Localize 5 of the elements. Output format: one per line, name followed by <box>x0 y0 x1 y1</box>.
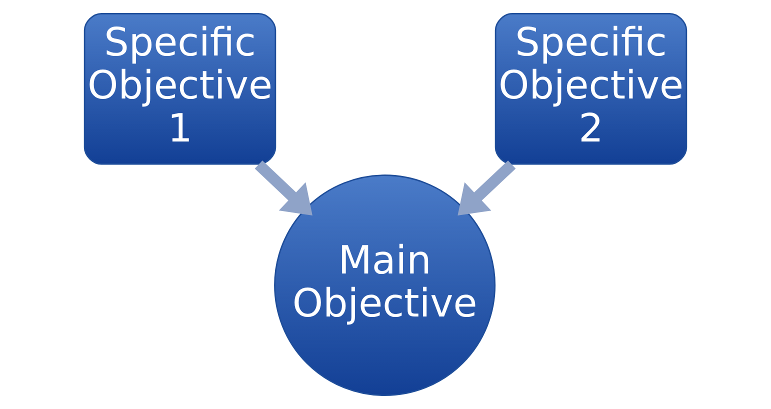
arrow <box>254 160 312 216</box>
node-box: Specific Objective 1 <box>84 12 276 165</box>
arrow <box>458 160 516 216</box>
node-box: Specific Objective 2 <box>494 12 688 165</box>
node-circle: Main Objective <box>274 174 496 396</box>
